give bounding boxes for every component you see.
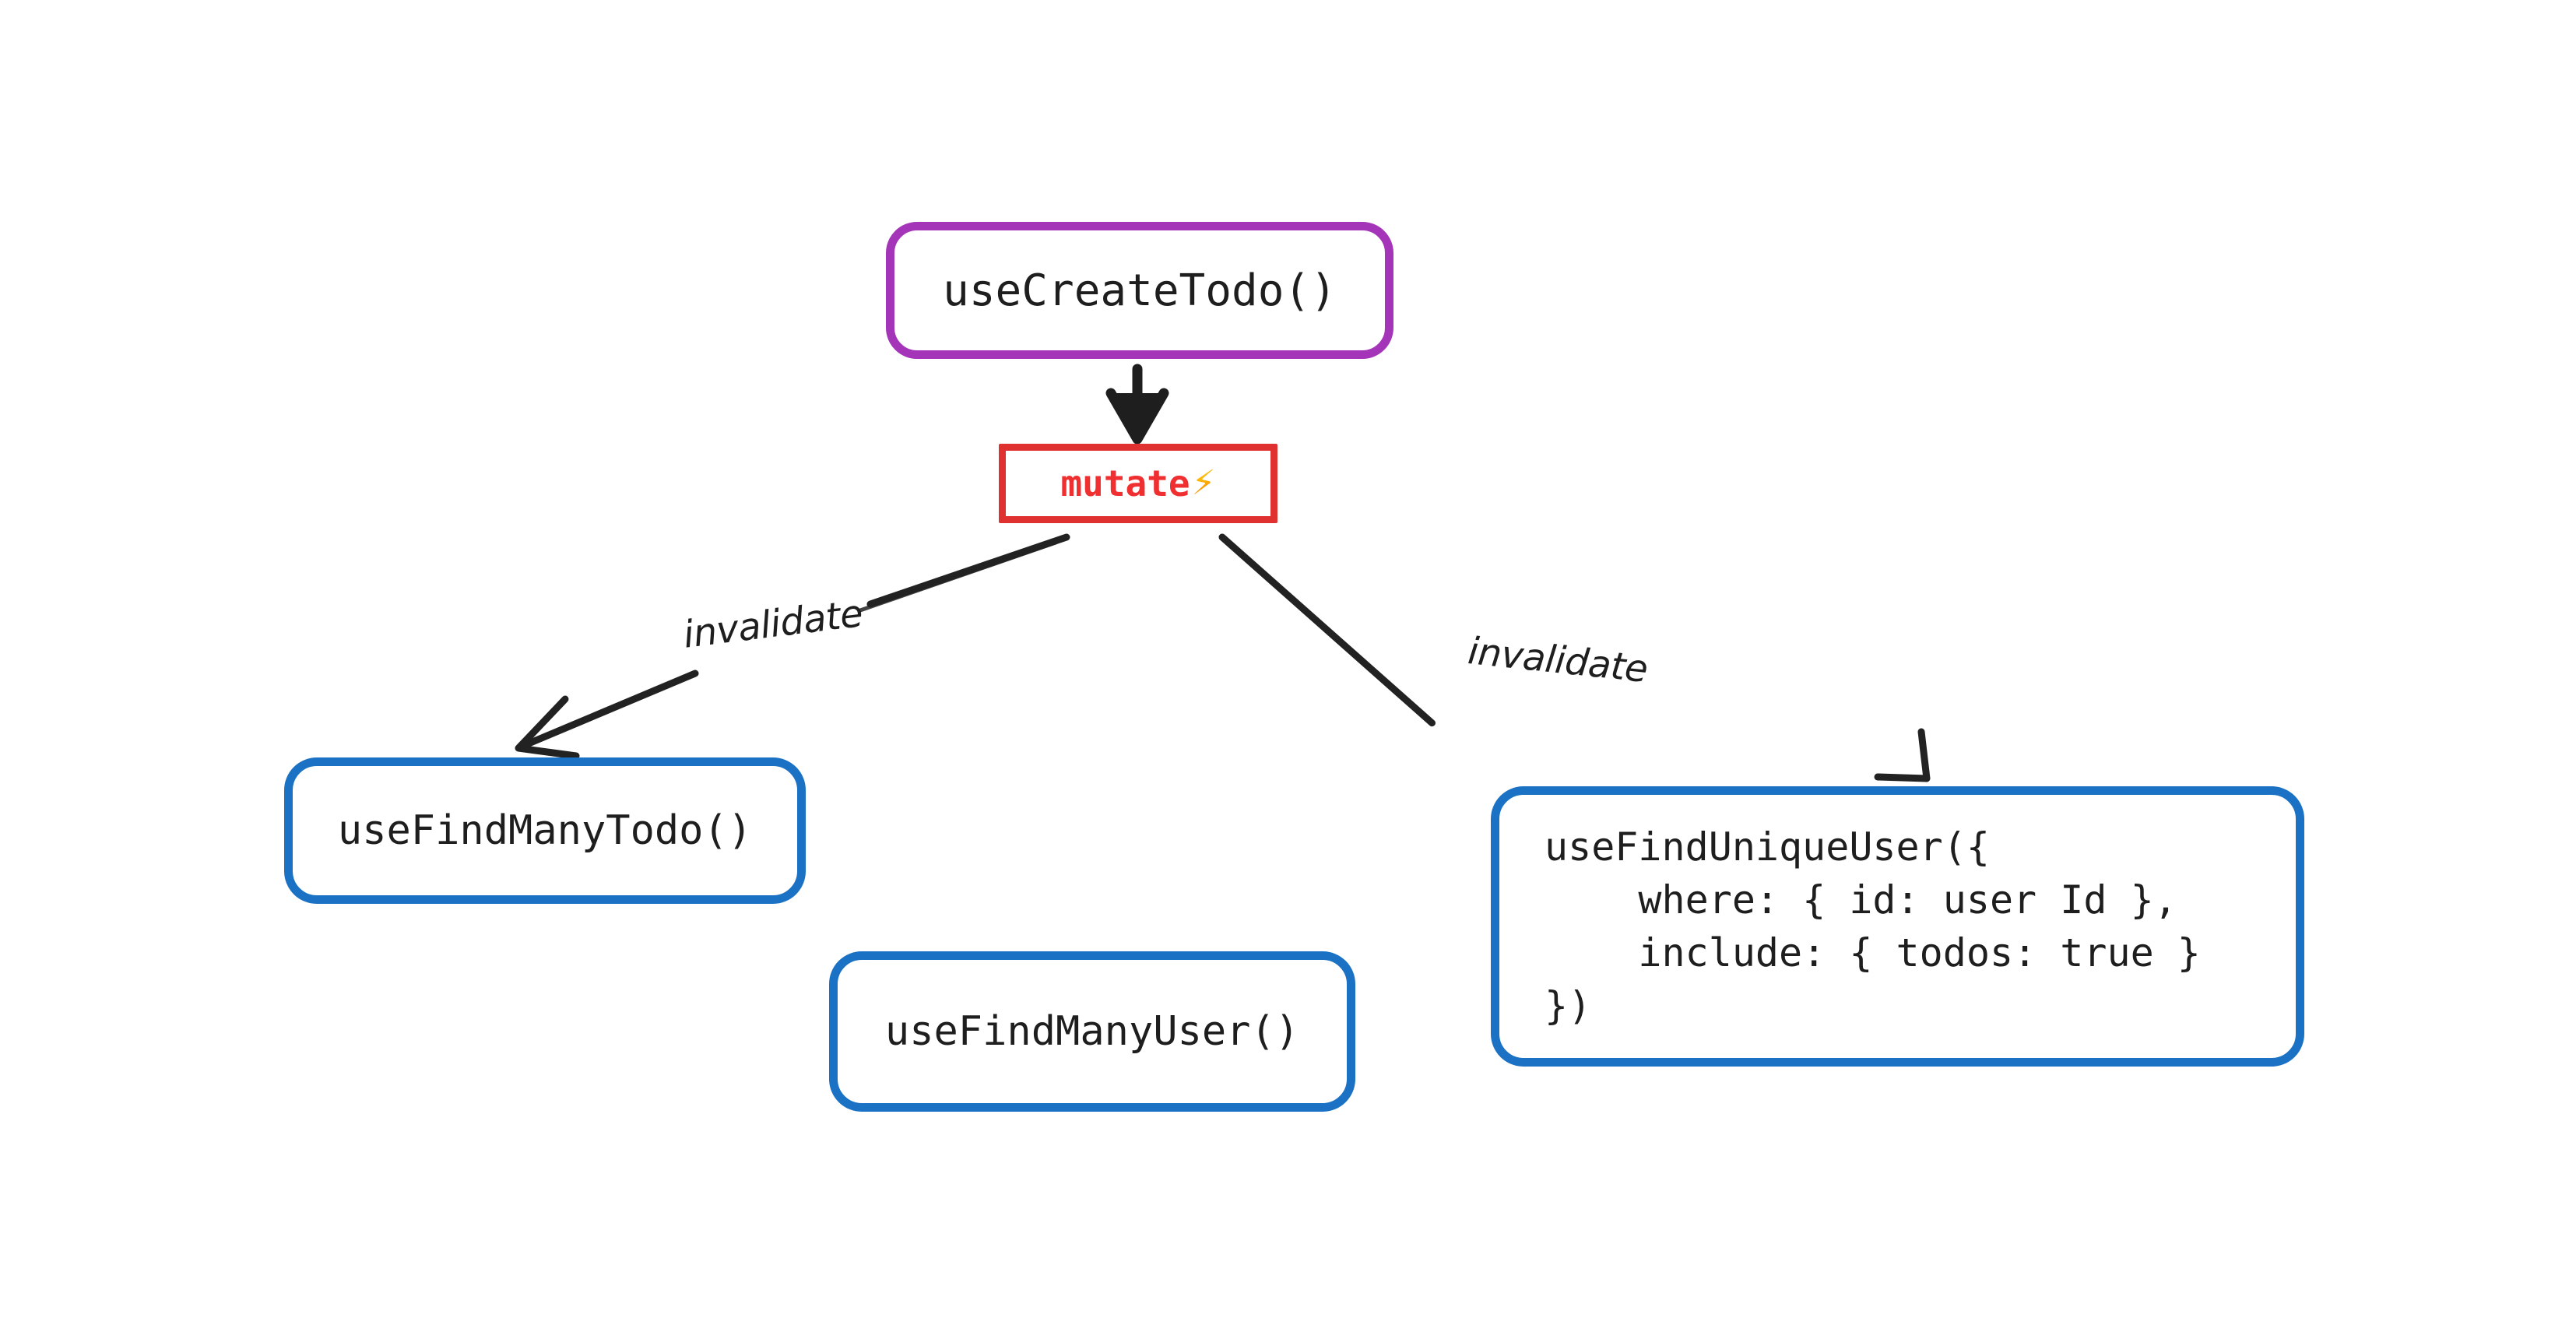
lightning-bolt-icon: ⚡	[1191, 463, 1216, 503]
node-mutate-text: mutate	[1060, 462, 1190, 504]
node-use-find-unique-user[interactable]: useFindUniqueUser({ where: { id: user Id…	[1491, 786, 2304, 1067]
edge-create-to-mutate	[1105, 364, 1169, 445]
edge-mutate-to-find-unique-user	[1218, 533, 1931, 782]
node-use-create-todo-label: useCreateTodo()	[943, 265, 1337, 316]
node-use-find-many-todo-label: useFindManyTodo()	[337, 807, 753, 854]
node-mutate[interactable]: mutate⚡	[999, 444, 1277, 523]
node-use-find-many-todo[interactable]: useFindManyTodo()	[284, 757, 806, 904]
node-mutate-label: mutate⚡	[1060, 462, 1215, 504]
node-use-find-many-user-label: useFindManyUser()	[884, 1008, 1300, 1055]
node-use-find-unique-user-label: useFindUniqueUser({ where: { id: user Id…	[1545, 824, 2201, 1028]
edge-mutate-to-find-many-todo	[515, 533, 1070, 760]
node-use-create-todo[interactable]: useCreateTodo()	[886, 222, 1393, 359]
node-use-find-many-user[interactable]: useFindManyUser()	[829, 951, 1355, 1112]
